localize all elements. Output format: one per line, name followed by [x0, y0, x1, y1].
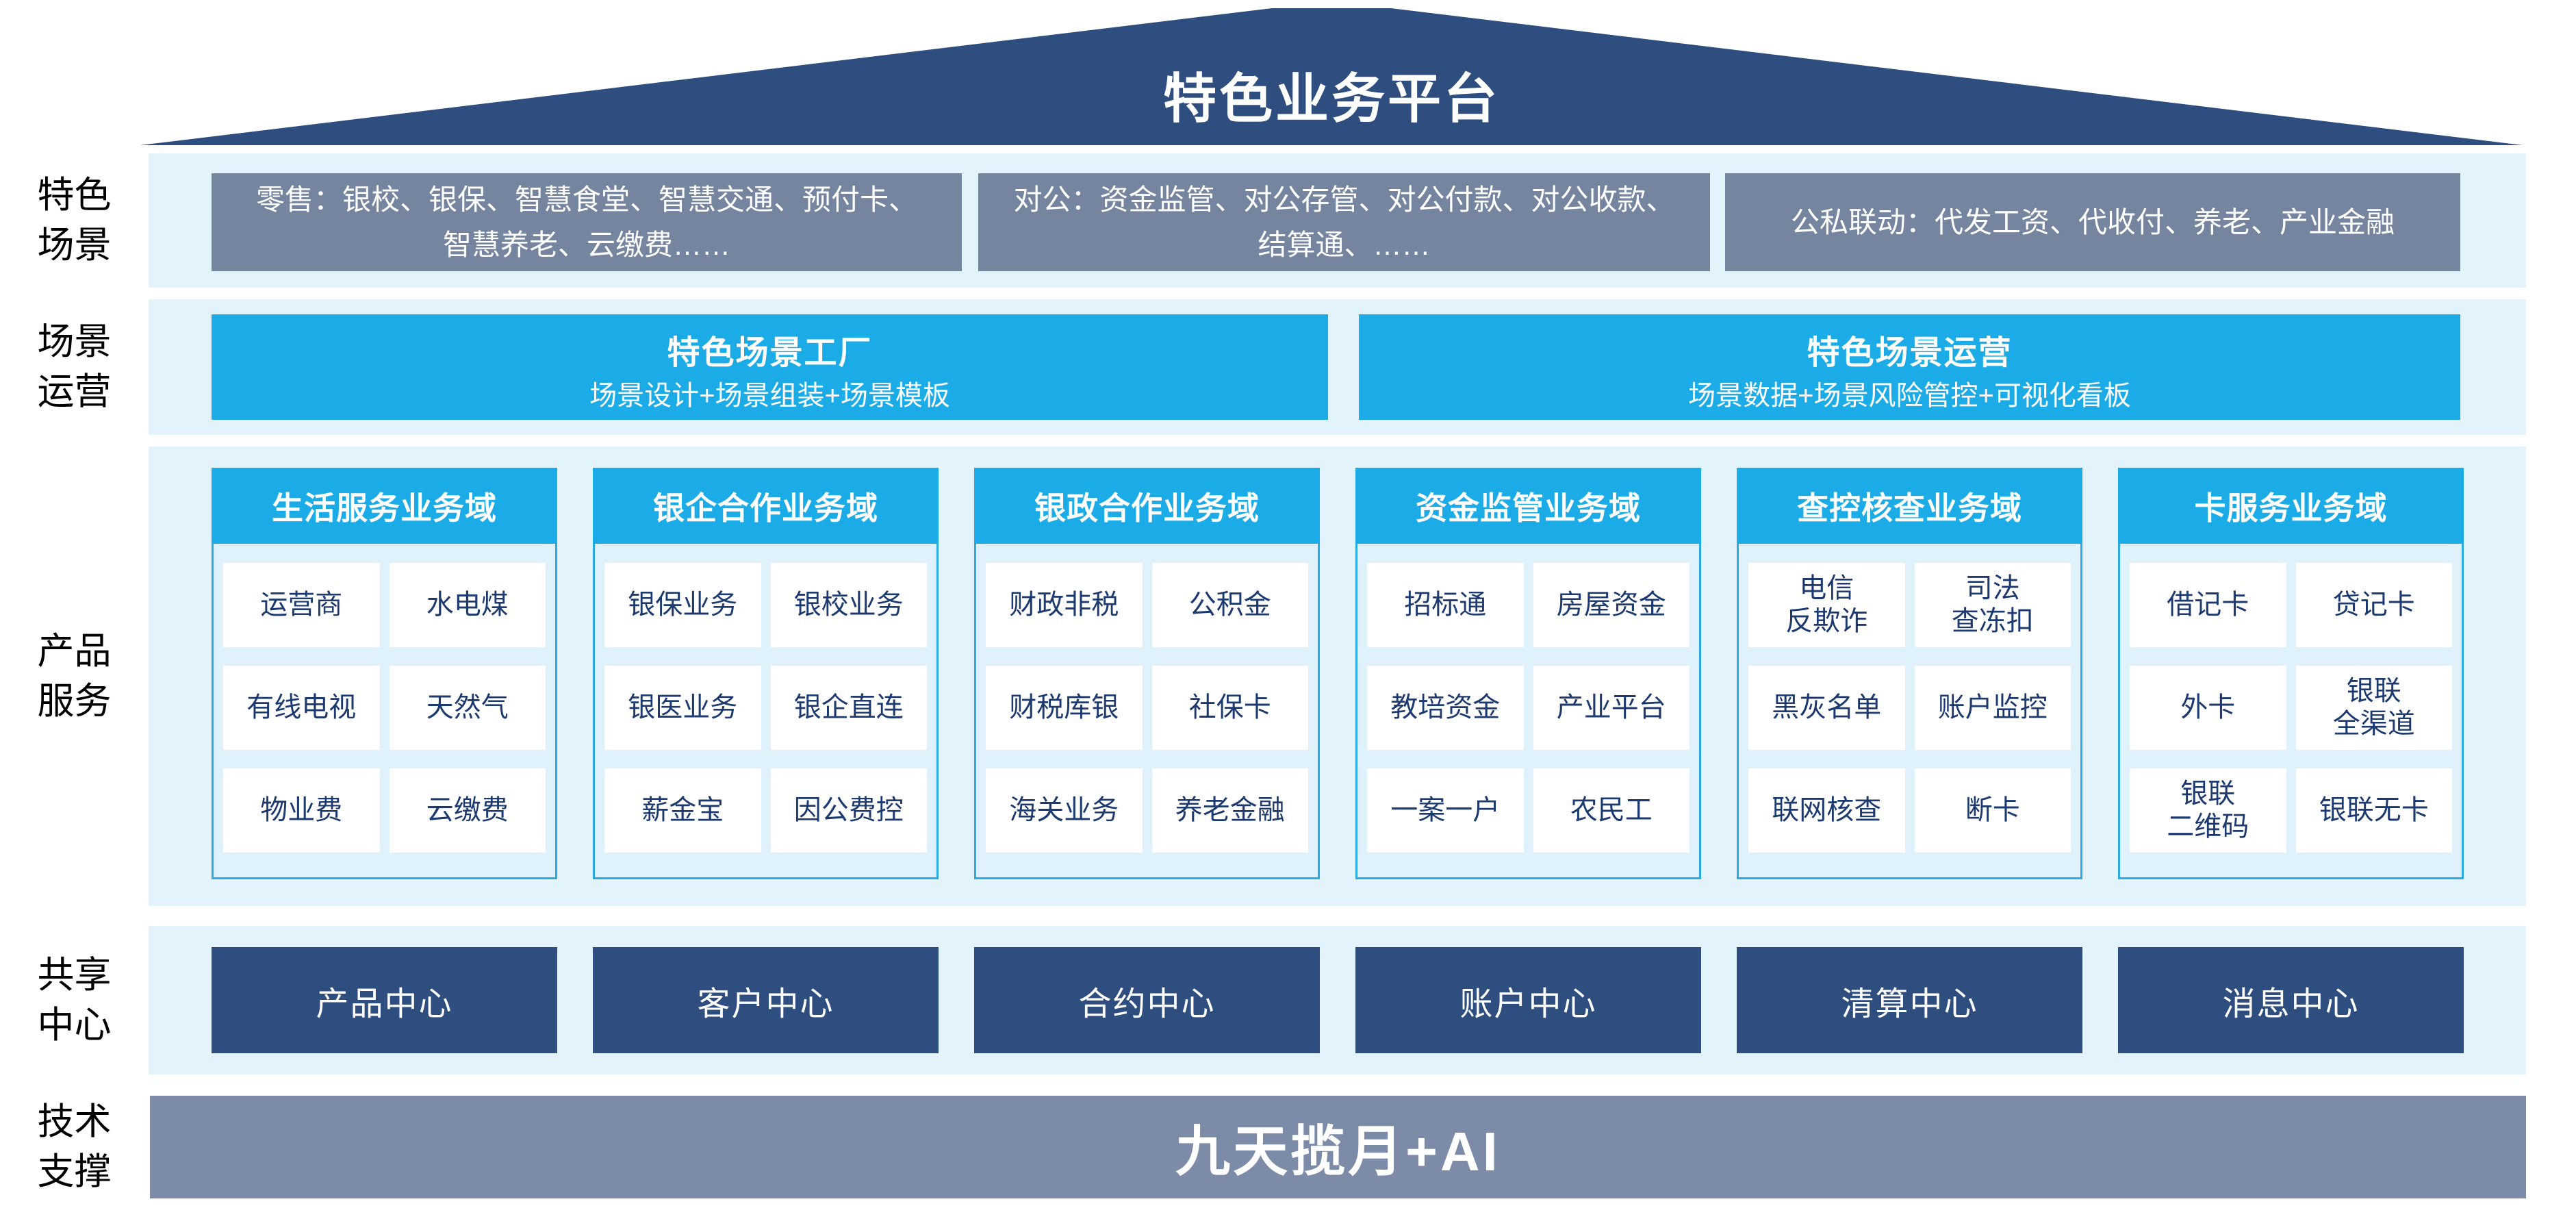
product-column-body: 运营商 水电煤 有线电视 天然气 物业费 云缴费: [214, 544, 555, 873]
shared-center-contract: 合约中心: [974, 947, 1320, 1053]
product-cell: 联网核查: [1748, 768, 1905, 853]
product-cell: 有线电视: [223, 666, 380, 750]
shared-center-clearing: 清算中心: [1737, 947, 2082, 1053]
product-column-header: 银政合作业务域: [974, 468, 1320, 544]
roof-banner: 特色业务平台: [140, 8, 2523, 145]
product-cell: 银联无卡: [2295, 768, 2452, 853]
product-cell: 养老金融: [1151, 768, 1308, 853]
product-cell: 房屋资金: [1533, 563, 1689, 647]
product-cell: 物业费: [223, 768, 380, 853]
scene-box-retail: 零售：银校、银保、智慧食堂、智慧交通、预付卡、智慧养老、云缴费……: [212, 173, 962, 271]
product-cell: 电信 反欺诈: [1748, 563, 1905, 647]
product-column-body: 借记卡 贷记卡 外卡 银联 全渠道 银联 二维码 银联无卡: [2120, 544, 2462, 873]
product-cell: 教培资金: [1367, 666, 1524, 750]
product-cell: 黑灰名单: [1748, 666, 1905, 750]
product-cell: 账户监控: [1914, 666, 2071, 750]
shared-center-message: 消息中心: [2118, 947, 2464, 1053]
product-column-header: 卡服务业务域: [2118, 468, 2464, 544]
product-cell: 产业平台: [1533, 666, 1689, 750]
scene-box-corporate: 对公：资金监管、对公存管、对公付款、对公收款、结算通、……: [978, 173, 1710, 271]
product-cell: 因公费控: [770, 768, 927, 853]
side-label-product: 产品 服务: [37, 630, 112, 722]
product-cell: 公积金: [1151, 563, 1308, 647]
product-cell: 断卡: [1914, 768, 2071, 853]
product-cell: 财政非税: [986, 563, 1143, 647]
product-cell: 贷记卡: [2295, 563, 2452, 647]
side-label-scene: 特色 场景: [37, 175, 112, 266]
operation-box-ops-subtitle: 场景数据+场景风险管控+可视化看板: [1688, 381, 2131, 411]
product-cell: 财税库银: [986, 666, 1143, 750]
product-cell: 农民工: [1533, 768, 1689, 853]
side-label-operation: 场景 运营: [37, 321, 112, 412]
side-label-tech: 技术 支撑: [37, 1101, 112, 1192]
diagram-title: 特色业务平台: [1162, 68, 1500, 129]
product-cell: 银联 二维码: [2130, 768, 2286, 853]
product-column-fund-supervision: 资金监管业务域 招标通 房屋资金 教培资金 产业平台 一案一户 农民工: [1355, 468, 1701, 879]
tech-support-banner: 九天揽月+AI: [150, 1096, 2526, 1198]
operation-box-factory-subtitle: 场景设计+场景组装+场景模板: [589, 381, 950, 411]
product-cell: 银校业务: [770, 563, 927, 647]
product-column-body: 财政非税 公积金 财税库银 社保卡 海关业务 养老金融: [976, 544, 1318, 873]
side-label-shared: 共享 中心: [37, 954, 112, 1046]
product-cell: 社保卡: [1151, 666, 1308, 750]
product-cell: 银保业务: [604, 563, 761, 647]
product-column-bank-enterprise: 银企合作业务域 银保业务 银校业务 银医业务 银企直连 薪金宝 因公费控: [593, 468, 939, 879]
product-column-header: 银企合作业务域: [593, 468, 939, 544]
product-column-inquiry-control: 查控核查业务域 电信 反欺诈 司法 查冻扣 黑灰名单 账户监控 联网核查 断卡: [1737, 468, 2082, 879]
product-column-life-service: 生活服务业务域 运营商 水电煤 有线电视 天然气 物业费 云缴费: [212, 468, 557, 879]
product-cell: 司法 查冻扣: [1914, 563, 2071, 647]
product-cell: 外卡: [2130, 666, 2286, 750]
product-cell: 天然气: [389, 666, 546, 750]
shared-center-account: 账户中心: [1355, 947, 1701, 1053]
product-cell: 银联 全渠道: [2295, 666, 2452, 750]
operation-box-ops-title: 特色场景运营: [1807, 335, 2013, 371]
product-cell: 一案一户: [1367, 768, 1524, 853]
product-cell: 云缴费: [389, 768, 546, 853]
product-column-header: 生活服务业务域: [212, 468, 557, 544]
product-cell: 银企直连: [770, 666, 927, 750]
product-column-bank-government: 银政合作业务域 财政非税 公积金 财税库银 社保卡 海关业务 养老金融: [974, 468, 1320, 879]
operation-box-factory-title: 特色场景工厂: [667, 335, 873, 371]
operation-box-ops: 特色场景运营 场景数据+场景风险管控+可视化看板: [1359, 314, 2460, 420]
product-column-body: 电信 反欺诈 司法 查冻扣 黑灰名单 账户监控 联网核查 断卡: [1739, 544, 2080, 873]
product-column-card-service: 卡服务业务域 借记卡 贷记卡 外卡 银联 全渠道 银联 二维码 银联无卡: [2118, 468, 2464, 879]
product-cell: 薪金宝: [604, 768, 761, 853]
product-cell: 海关业务: [986, 768, 1143, 853]
product-column-body: 招标通 房屋资金 教培资金 产业平台 一案一户 农民工: [1357, 544, 1699, 873]
product-column-header: 资金监管业务域: [1355, 468, 1701, 544]
product-column-body: 银保业务 银校业务 银医业务 银企直连 薪金宝 因公费控: [595, 544, 936, 873]
scene-box-linkage: 公私联动：代发工资、代收付、养老、产业金融: [1725, 173, 2460, 271]
product-cell: 招标通: [1367, 563, 1524, 647]
product-cell: 水电煤: [389, 563, 546, 647]
product-cell: 银医业务: [604, 666, 761, 750]
shared-center-customer: 客户中心: [593, 947, 939, 1053]
product-cell: 借记卡: [2130, 563, 2286, 647]
product-column-header: 查控核查业务域: [1737, 468, 2082, 544]
shared-center-product: 产品中心: [212, 947, 557, 1053]
product-cell: 运营商: [223, 563, 380, 647]
operation-box-factory: 特色场景工厂 场景设计+场景组装+场景模板: [212, 314, 1328, 420]
